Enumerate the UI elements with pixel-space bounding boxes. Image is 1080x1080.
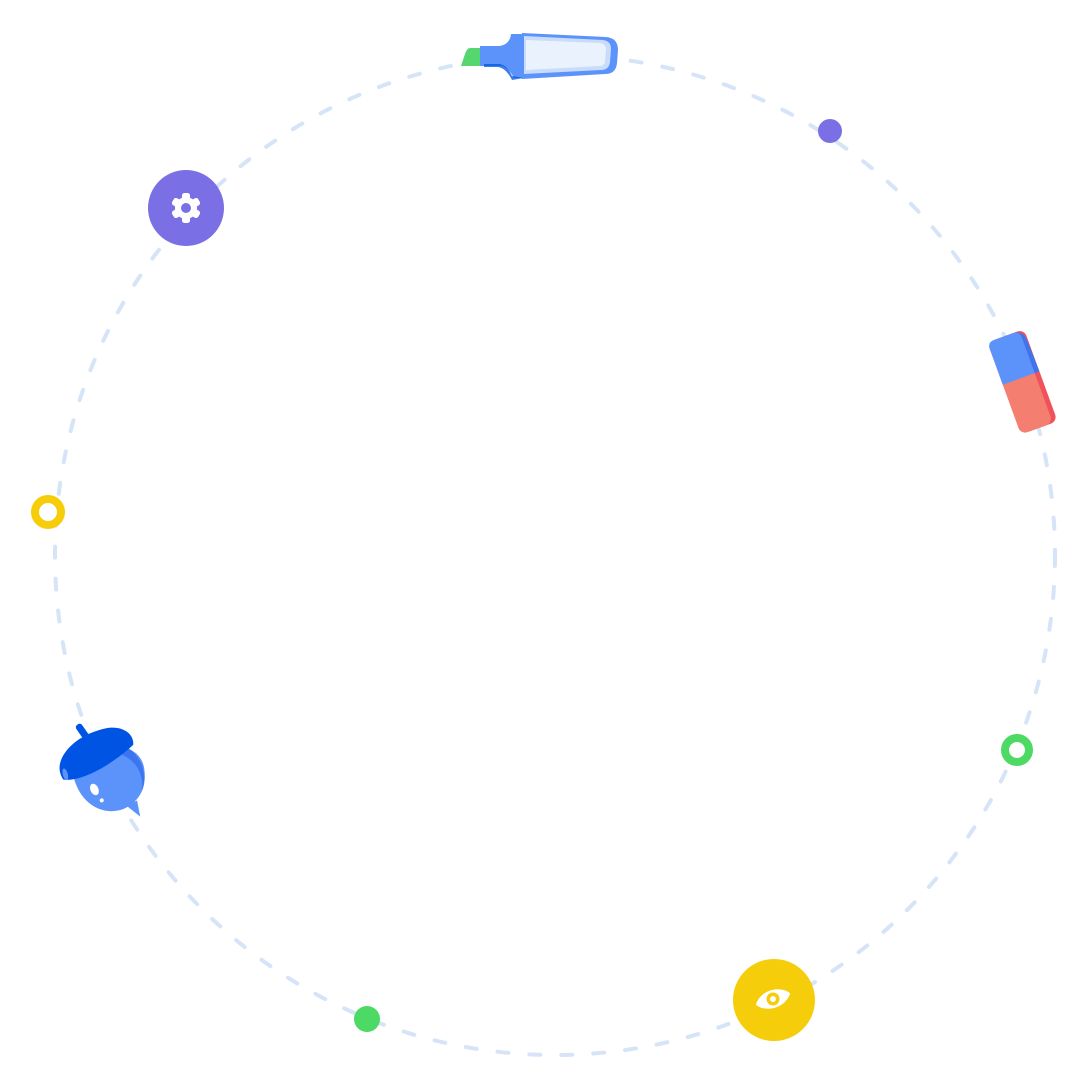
gear-icon [171, 193, 201, 223]
eye-badge [733, 959, 815, 1041]
purple-dot [818, 119, 842, 143]
green-dot [354, 1006, 380, 1032]
acorn-icon [59, 723, 145, 817]
eye-icon [755, 989, 791, 1009]
highlighter-icon [461, 33, 618, 80]
eraser-icon [989, 331, 1056, 433]
yellow-ring [31, 495, 65, 529]
settings-badge [148, 170, 224, 246]
dashed-orbit-ring [53, 53, 1057, 1057]
green-ring [1001, 734, 1033, 766]
